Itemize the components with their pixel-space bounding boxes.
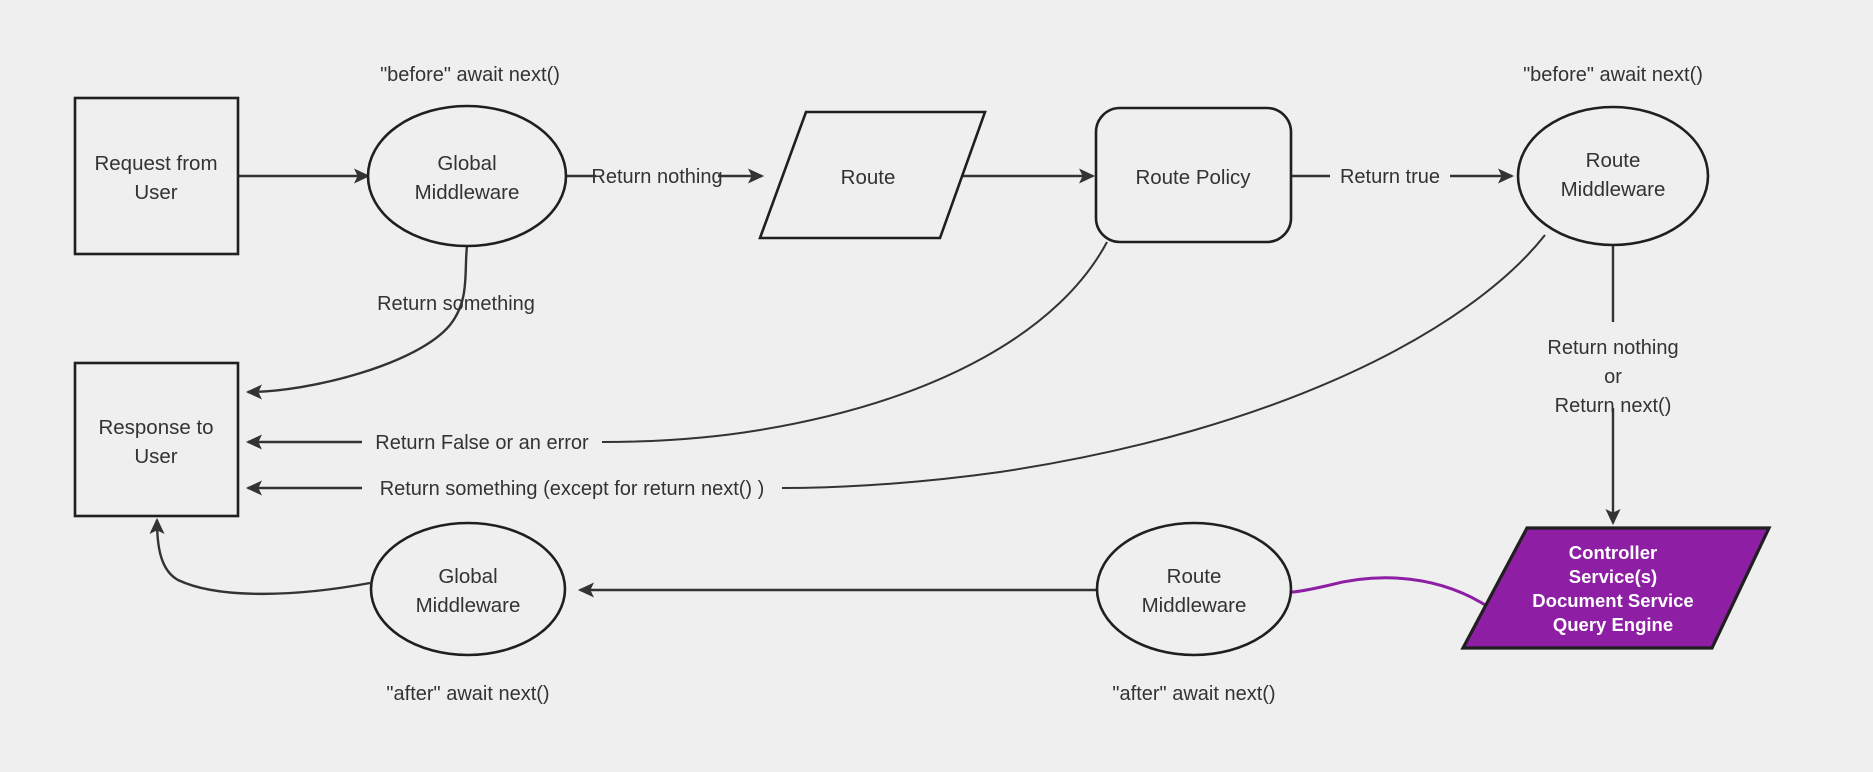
- node-controller-services-line4: Query Engine: [1553, 614, 1673, 635]
- node-response-to-user[interactable]: [73, 361, 240, 518]
- node-response-to-user-line2: User: [134, 445, 177, 468]
- node-controller-services[interactable]: [1460, 526, 1772, 650]
- node-route-middleware-top-line2: Middleware: [1561, 178, 1666, 201]
- edge-label-return-something: Return something: [377, 293, 535, 315]
- node-global-middleware-top-line2: Middleware: [415, 181, 520, 204]
- node-route-middleware-top[interactable]: [1516, 105, 1710, 247]
- edge-global-middleware-to-response: [245, 245, 469, 400]
- edge-label-return-nothing: Return nothing: [591, 166, 722, 188]
- node-route-policy-label: Route Policy: [1135, 166, 1251, 189]
- node-route-middleware-top-line1: Route: [1586, 149, 1641, 172]
- node-request-from-user[interactable]: [73, 96, 240, 256]
- edge-label-return-nothing-or-next-line2: or: [1604, 366, 1622, 388]
- node-route-middleware-bottom[interactable]: [1095, 521, 1293, 657]
- annotation-after-await-next-route: "after" await next(): [1112, 683, 1275, 705]
- annotation-after-await-next-global: "after" await next(): [386, 683, 549, 705]
- node-route-policy[interactable]: [1094, 106, 1293, 244]
- node-global-middleware-bottom-line1: Global: [438, 565, 497, 588]
- node-route[interactable]: [758, 110, 987, 240]
- node-route-middleware-bottom-line2: Middleware: [1142, 594, 1247, 617]
- edge-label-return-something-except: Return something (except for return next…: [380, 478, 765, 500]
- edge-label-return-nothing-or-next-line3: Return next(): [1555, 395, 1672, 417]
- node-global-middleware-bottom-line2: Middleware: [416, 594, 521, 617]
- edge-controller-to-route-middleware-bottom: [1267, 576, 1491, 610]
- node-global-middleware-bottom[interactable]: [369, 521, 567, 657]
- edge-global-middleware-bottom-to-response: [149, 517, 371, 596]
- edge-route-middleware-to-response-curve: [781, 234, 1546, 489]
- node-controller-services-line2: Service(s): [1569, 566, 1657, 587]
- node-request-from-user-line1: Request from: [94, 152, 217, 175]
- node-controller-services-line3: Document Service: [1532, 590, 1693, 611]
- edge-label-return-nothing-or-next-line1: Return nothing: [1547, 337, 1678, 359]
- edge-label-return-false-or-error: Return False or an error: [375, 432, 589, 454]
- node-route-label: Route: [841, 166, 896, 189]
- node-route-middleware-bottom-line1: Route: [1167, 565, 1222, 588]
- node-request-from-user-line2: User: [134, 181, 177, 204]
- node-controller-services-line1: Controller: [1569, 542, 1657, 563]
- node-response-to-user-line1: Response to: [98, 416, 213, 439]
- node-global-middleware-top-line1: Global: [437, 152, 496, 175]
- annotation-before-await-next-route: "before" await next(): [1523, 64, 1703, 86]
- node-global-middleware-top[interactable]: [366, 104, 568, 248]
- edge-route-policy-to-response-curve: [601, 241, 1108, 443]
- annotation-before-await-next-global: "before" await next(): [380, 64, 560, 86]
- edge-label-return-true: Return true: [1340, 166, 1440, 188]
